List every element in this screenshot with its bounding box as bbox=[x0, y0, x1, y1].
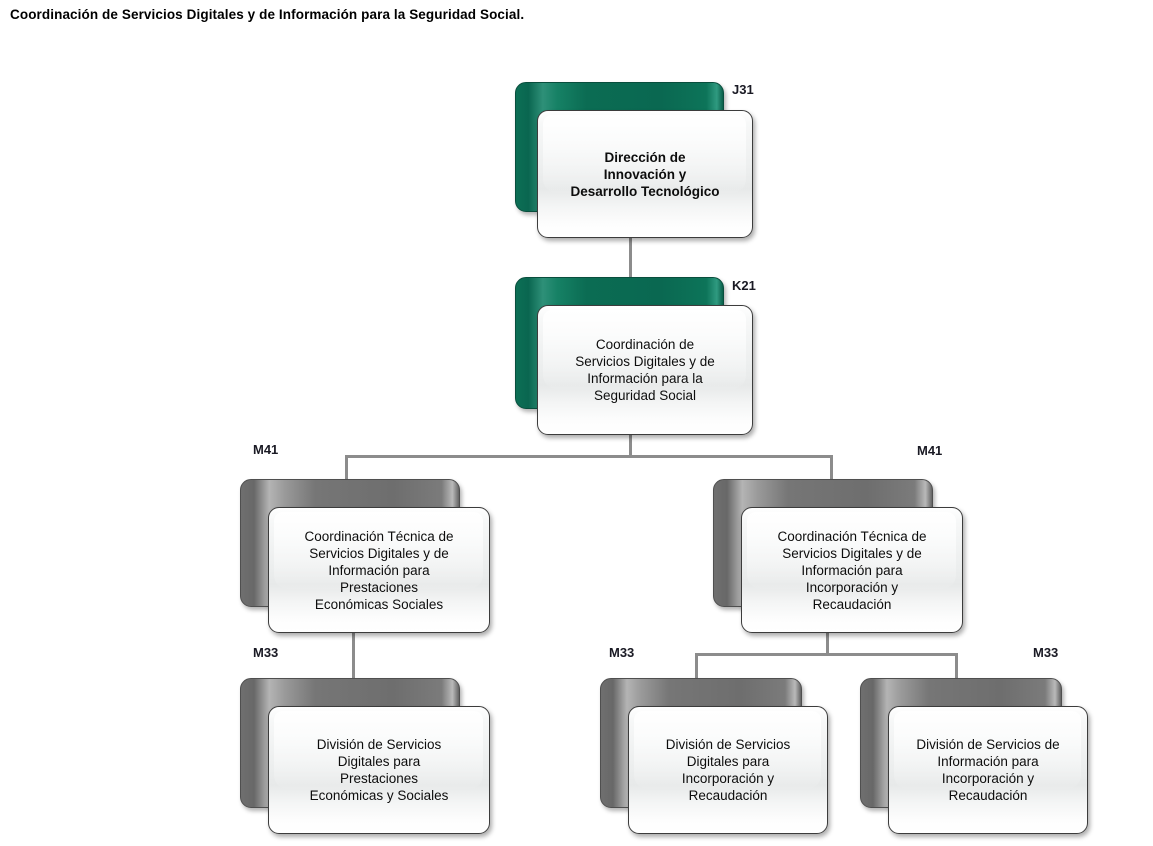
node-card[interactable]: División de Servicios Digitales para Pre… bbox=[268, 706, 490, 834]
connector-bus-to-m33-middle bbox=[695, 653, 698, 680]
connector-m41-right-trunk bbox=[826, 632, 829, 654]
node-card[interactable]: División de Servicios Digitales para Inc… bbox=[628, 706, 828, 834]
org-node-j31[interactable]: Dirección de Innovación y Desarrollo Tec… bbox=[515, 82, 753, 238]
connector-k21-bus bbox=[345, 455, 833, 458]
connector-bus-to-m41-right bbox=[830, 455, 833, 481]
org-node-m41-right[interactable]: Coordinación Técnica de Servicios Digita… bbox=[713, 479, 963, 633]
org-node-m33-middle[interactable]: División de Servicios Digitales para Inc… bbox=[600, 678, 828, 834]
org-node-k21[interactable]: Coordinación de Servicios Digitales y de… bbox=[515, 277, 753, 435]
node-code-m33-middle: M33 bbox=[609, 645, 635, 660]
connector-bus-to-m33-right bbox=[955, 653, 958, 680]
node-card[interactable]: Coordinación Técnica de Servicios Digita… bbox=[268, 507, 490, 633]
node-code-m33-right: M33 bbox=[1033, 645, 1059, 660]
node-code-j31: J31 bbox=[732, 82, 754, 97]
node-code-m41-left: M41 bbox=[253, 442, 279, 457]
node-label: Coordinación de Servicios Digitales y de… bbox=[575, 337, 715, 403]
node-code-k21: K21 bbox=[732, 278, 756, 293]
node-label: División de Servicios Digitales para Pre… bbox=[309, 737, 449, 803]
node-label: Coordinación Técnica de Servicios Digita… bbox=[777, 528, 927, 612]
org-node-m33-left[interactable]: División de Servicios Digitales para Pre… bbox=[240, 678, 490, 834]
connector-k21-trunk bbox=[629, 434, 632, 457]
connector-m41-right-bus bbox=[695, 653, 958, 656]
node-card[interactable]: Coordinación de Servicios Digitales y de… bbox=[537, 305, 753, 435]
node-label: Dirección de Innovación y Desarrollo Tec… bbox=[570, 149, 720, 199]
node-label: Coordinación Técnica de Servicios Digita… bbox=[304, 528, 454, 612]
page-title: Coordinación de Servicios Digitales y de… bbox=[10, 7, 525, 22]
connector-j31-k21 bbox=[629, 238, 632, 283]
node-label: División de Servicios Digitales para Inc… bbox=[665, 737, 791, 803]
org-node-m41-left[interactable]: Coordinación Técnica de Servicios Digita… bbox=[240, 479, 490, 633]
node-code-m33-left: M33 bbox=[253, 645, 279, 660]
org-node-m33-right[interactable]: División de Servicios de Información par… bbox=[860, 678, 1088, 834]
node-card[interactable]: Coordinación Técnica de Servicios Digita… bbox=[741, 507, 963, 633]
node-label: División de Servicios de Información par… bbox=[916, 737, 1060, 803]
node-card[interactable]: División de Servicios de Información par… bbox=[888, 706, 1088, 834]
node-code-m41-right: M41 bbox=[917, 443, 943, 458]
connector-m41-left-to-m33 bbox=[352, 632, 355, 680]
connector-bus-to-m41-left bbox=[345, 455, 348, 481]
node-card[interactable]: Dirección de Innovación y Desarrollo Tec… bbox=[537, 110, 753, 238]
